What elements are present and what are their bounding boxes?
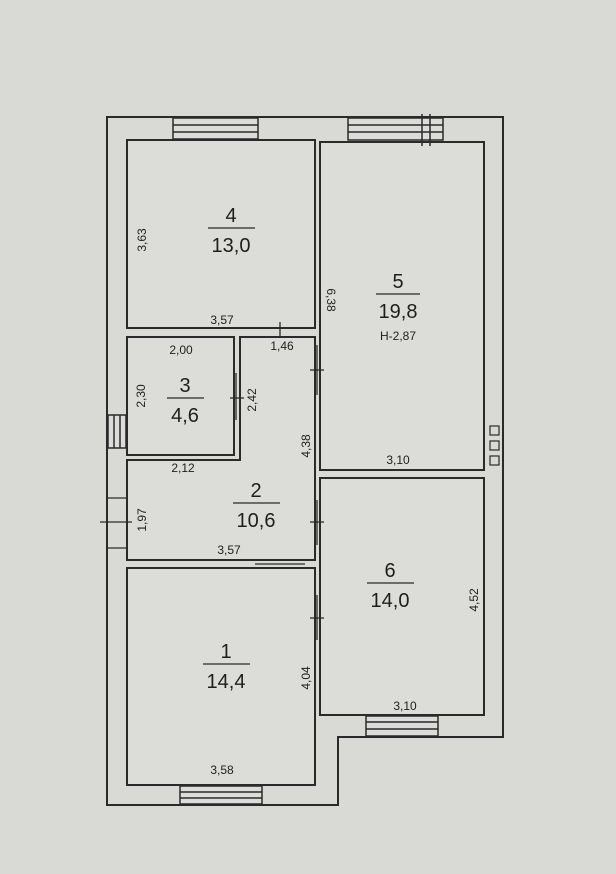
room-5 — [319, 141, 485, 471]
room-1 — [126, 567, 316, 786]
room-5-number: 5 — [392, 271, 403, 293]
door-marks — [100, 322, 324, 640]
room-6 — [319, 477, 485, 716]
dim-r6-width: 3,10 — [393, 699, 417, 713]
dim-r3-width: 2,00 — [169, 343, 193, 357]
dim-r5-width: 3,10 — [386, 453, 410, 467]
window — [365, 715, 439, 737]
room-5-area: 19,8 — [379, 301, 418, 323]
room-4-number: 4 — [225, 205, 236, 227]
room-2-number: 2 — [250, 480, 261, 502]
outer-wall — [106, 116, 504, 806]
dim-r2-height: 4,38 — [299, 434, 313, 458]
room-2-area: 10,6 — [237, 510, 276, 532]
room-1-area: 14,4 — [207, 671, 246, 693]
room-3-number: 3 — [179, 375, 190, 397]
dim-r2-mid: 2,12 — [171, 461, 195, 475]
dim-r2-left: 1,97 — [135, 508, 149, 532]
window — [172, 117, 259, 140]
dim-r2-top: 1,46 — [270, 339, 294, 353]
window — [347, 114, 444, 146]
window — [179, 785, 263, 805]
room-6-number: 6 — [384, 560, 395, 582]
room-4 — [126, 139, 316, 329]
room-1-number: 1 — [220, 641, 231, 663]
dim-r1-width: 3,58 — [210, 763, 234, 777]
room-4-area: 13,0 — [212, 235, 251, 257]
ventilation-icon — [489, 425, 500, 466]
dim-r4-width: 3,57 — [210, 313, 234, 327]
room-3 — [126, 336, 235, 456]
room-2 — [126, 336, 316, 561]
dim-r1-height: 4,04 — [299, 666, 313, 690]
room-3-area: 4,6 — [171, 405, 199, 427]
dim-r3-height: 2,30 — [134, 384, 148, 408]
dim-r6-height: 4,52 — [467, 588, 481, 612]
dim-r3-right: 2,42 — [245, 388, 259, 412]
room-6-area: 14,0 — [371, 590, 410, 612]
room-5-ceiling-height: Н-2,87 — [380, 329, 416, 343]
window — [107, 414, 127, 449]
dim-r4-height: 3,63 — [135, 228, 149, 252]
fraction-lines — [167, 227, 420, 665]
dim-r5-height: 6,38 — [324, 288, 338, 312]
dim-r2-width: 3,57 — [217, 543, 241, 557]
